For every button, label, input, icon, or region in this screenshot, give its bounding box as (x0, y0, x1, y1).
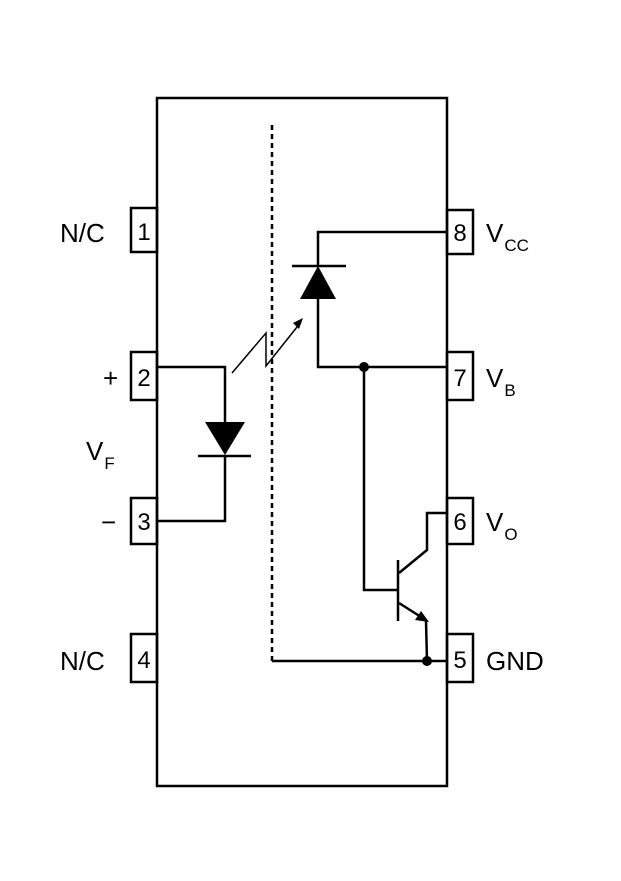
pin-2-label: + (103, 363, 118, 393)
pin-1-label: N/C (60, 218, 105, 248)
pin-5-box (445, 632, 475, 684)
vcc-wire (316, 230, 447, 266)
pin-3-number: 3 (137, 509, 150, 536)
photodiode (292, 230, 447, 372)
pin-4-box (129, 632, 159, 684)
photodiode-triangle (300, 266, 336, 299)
pin-4-label: N/C (60, 646, 105, 676)
vf-label: VF (86, 436, 115, 473)
light-arrow (231, 318, 303, 374)
pin-4-number: 4 (137, 647, 150, 674)
led-cathode-wire (157, 456, 227, 523)
pin-3-label: − (101, 507, 116, 537)
light-zigzag (231, 321, 302, 374)
pin-6-box (445, 496, 475, 546)
pin-7-number: 7 (453, 365, 466, 392)
pin-7-box (445, 350, 475, 402)
led-diode-triangle (205, 422, 245, 455)
gnd-junction-dot (422, 656, 432, 666)
pin-5-number: 5 (453, 647, 466, 674)
emitter-arrowhead (415, 611, 429, 622)
pin-2-number: 2 (137, 365, 150, 392)
pin-6-number: 6 (453, 509, 466, 536)
collector-wire (398, 511, 447, 574)
output-transistor (362, 367, 447, 666)
emitter-line (398, 601, 422, 619)
pin-6-label: VO (486, 507, 518, 544)
led-anode-wire (157, 365, 227, 422)
pin-8-number: 8 (453, 220, 466, 247)
pin-2-box (129, 350, 159, 402)
pin-1-box (129, 206, 159, 254)
led (157, 365, 251, 523)
ic-package-outline (155, 96, 449, 788)
pin-8-label: VCC (486, 218, 529, 255)
pin-7-label: VB (486, 363, 516, 400)
emitter-gnd-wire (424, 620, 447, 663)
light-arrowhead (293, 318, 303, 329)
base-wire (362, 367, 397, 592)
vb-wire (316, 299, 447, 369)
pin-1-number: 1 (137, 219, 150, 246)
pin-5-label: GND (486, 646, 544, 676)
